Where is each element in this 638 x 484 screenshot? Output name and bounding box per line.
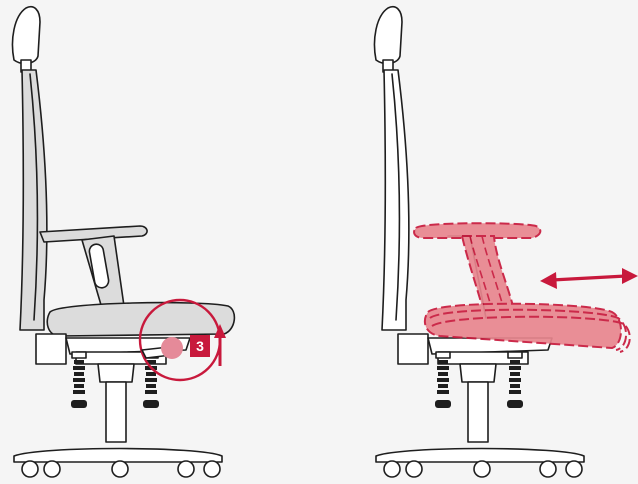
- left-chair: 3: [13, 7, 235, 477]
- right-base: [376, 449, 584, 463]
- lever-knob-dot: [161, 337, 183, 359]
- left-gas-column: [98, 364, 134, 382]
- double-arrow-icon: [540, 268, 638, 289]
- right-headrest: [375, 7, 403, 64]
- right-mechanism: [398, 334, 428, 364]
- left-mechanism: [36, 334, 66, 364]
- step-number: 3: [196, 338, 204, 354]
- right-wheels: [384, 461, 582, 477]
- left-wheels: [22, 461, 220, 477]
- sliding-seat-highlight: [414, 223, 630, 352]
- left-headrest: [13, 7, 41, 64]
- right-gas-column: [468, 382, 488, 442]
- step-badge: 3: [190, 335, 210, 357]
- right-chair: [375, 7, 638, 477]
- left-base: [14, 449, 222, 463]
